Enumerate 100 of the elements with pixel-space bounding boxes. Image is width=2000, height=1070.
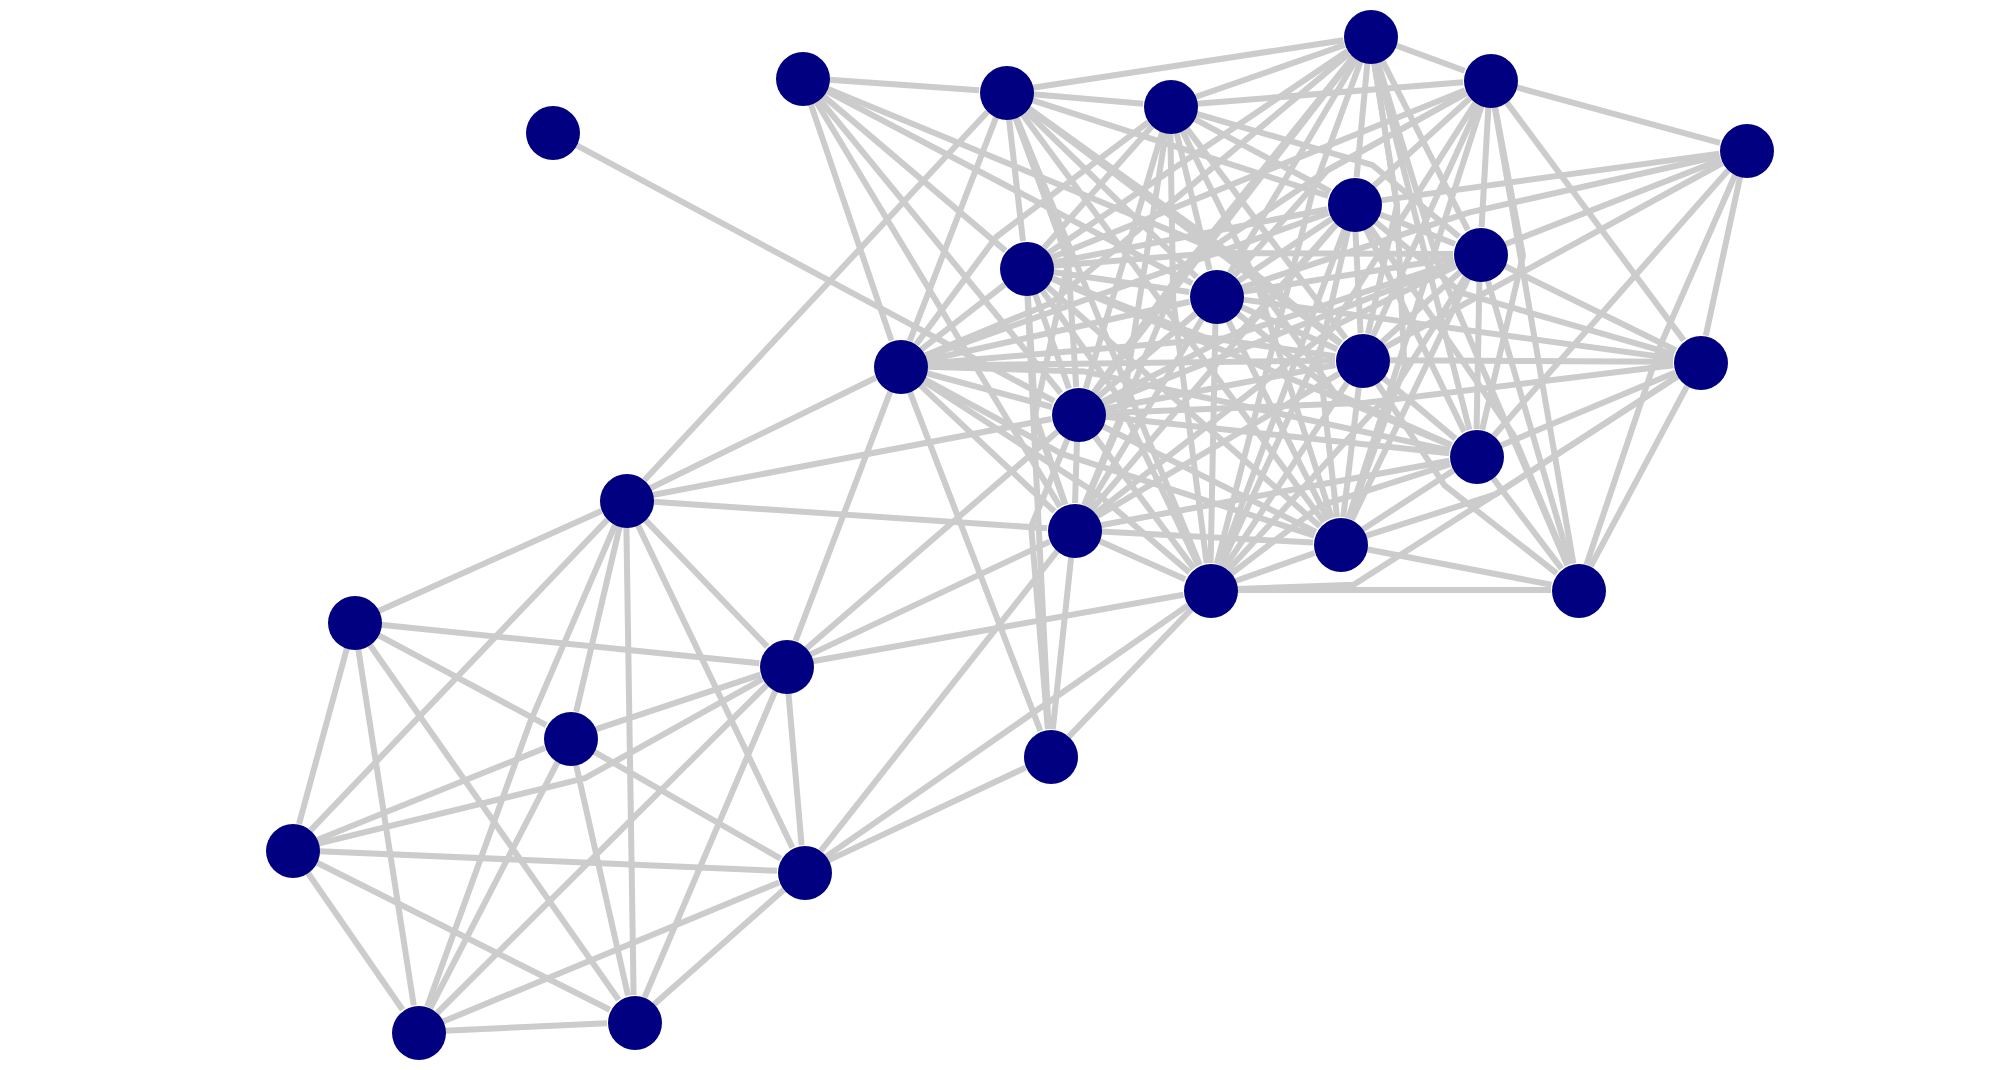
- edge-line: [1479, 106, 1526, 431]
- edge-line: [1316, 229, 1351, 518]
- edge-line: [1104, 362, 1674, 416]
- edge-line: [1353, 62, 1371, 178]
- edge-line: [917, 382, 1057, 514]
- edge-line: [366, 642, 622, 1002]
- edge-line: [642, 109, 990, 483]
- edge-line: [926, 259, 1456, 367]
- network-node: [391, 1005, 445, 1059]
- edge-line: [925, 370, 1053, 410]
- edge-line: [1192, 115, 1332, 195]
- edge-line: [1091, 90, 1468, 394]
- edge-line: [1478, 106, 1492, 228]
- edge-line: [1041, 124, 1155, 250]
- edge-line: [1240, 153, 1721, 291]
- edge-line: [574, 142, 1056, 404]
- edge-line: [1097, 538, 1187, 582]
- edge-line: [1371, 96, 1473, 188]
- edge-line: [623, 526, 637, 996]
- network-node: [759, 639, 813, 693]
- edge-line: [804, 429, 1060, 651]
- edge-line: [813, 99, 1063, 509]
- network-node: [999, 241, 1053, 295]
- edge-line: [809, 538, 1051, 658]
- edge-line: [1050, 275, 1336, 360]
- network-node: [1719, 123, 1773, 177]
- edge-line: [1052, 250, 1453, 269]
- edge-line: [1024, 294, 1068, 506]
- edge-line: [1032, 37, 1344, 91]
- edge-line: [1019, 112, 1327, 524]
- edge-line: [652, 416, 1052, 498]
- edge-line: [1234, 550, 1316, 584]
- edge-line: [1012, 116, 1072, 506]
- network-node: [979, 65, 1033, 119]
- edge-line: [919, 282, 1007, 352]
- edge-line: [1372, 218, 1675, 358]
- edge-line: [355, 648, 417, 1006]
- edge-line: [1231, 90, 1468, 278]
- network-node: [1143, 79, 1197, 133]
- network-node: [327, 595, 381, 649]
- edge-line: [1028, 437, 1071, 730]
- edge-line: [1183, 125, 1349, 341]
- edge-line: [1366, 546, 1552, 588]
- edge-line: [1491, 106, 1577, 564]
- edge-line: [1179, 128, 1335, 520]
- edge-line: [1236, 216, 1334, 284]
- network-node: [265, 823, 319, 877]
- edge-line: [1588, 384, 1690, 568]
- edge-line: [807, 102, 895, 342]
- edge-line: [1491, 168, 1731, 438]
- edge-line: [1504, 157, 1722, 247]
- edge-line: [1100, 457, 1450, 529]
- network-node: [1453, 227, 1507, 281]
- edge-line: [1167, 132, 1210, 564]
- edge-line: [1195, 110, 1462, 240]
- edge-line: [1583, 173, 1738, 566]
- network-node: [777, 845, 831, 899]
- edge-line: [1239, 304, 1339, 352]
- edge-line: [1218, 101, 1478, 567]
- edge-line: [1370, 103, 1482, 337]
- edge-line: [1052, 206, 1328, 266]
- edge-line: [314, 859, 612, 1013]
- edge-line: [1380, 269, 1462, 345]
- edge-line: [641, 689, 779, 999]
- edge-line: [648, 375, 878, 491]
- edge-line: [1046, 48, 1350, 256]
- network-node: [1673, 335, 1727, 389]
- edge-line: [1085, 317, 1205, 509]
- edge-line: [1091, 433, 1197, 571]
- edge-line: [444, 1020, 608, 1034]
- edge-line: [924, 210, 1330, 360]
- edge-line: [1100, 528, 1314, 546]
- edge-line: [1100, 222, 1339, 405]
- edge-line: [818, 549, 1060, 853]
- edge-line: [652, 887, 786, 1007]
- edge-line: [1039, 288, 1202, 567]
- edge-line: [1104, 362, 1336, 412]
- edge-line: [922, 376, 1316, 539]
- edge-line: [1030, 97, 1330, 199]
- edge-line: [304, 870, 406, 1012]
- edge-line: [1032, 292, 1072, 390]
- edge-line: [591, 748, 783, 862]
- edge-line: [1380, 375, 1458, 441]
- edge-line: [1049, 275, 1453, 449]
- network-node: [775, 51, 829, 105]
- edge-line: [1503, 99, 1687, 343]
- network-node: [525, 105, 579, 159]
- edge-line: [1194, 42, 1346, 100]
- network-node: [1343, 9, 1397, 63]
- edge-line: [1702, 175, 1744, 337]
- edge-line: [1374, 380, 1559, 576]
- edge-line: [1242, 255, 1454, 295]
- edge-line: [923, 51, 1352, 359]
- edge-line: [1082, 130, 1166, 390]
- edge-line: [1196, 79, 1464, 107]
- edge-line: [1225, 318, 1331, 522]
- edge-line: [380, 621, 760, 667]
- edge-line: [1095, 371, 1341, 519]
- edge-line: [1093, 263, 1458, 516]
- edge-line: [1490, 475, 1564, 571]
